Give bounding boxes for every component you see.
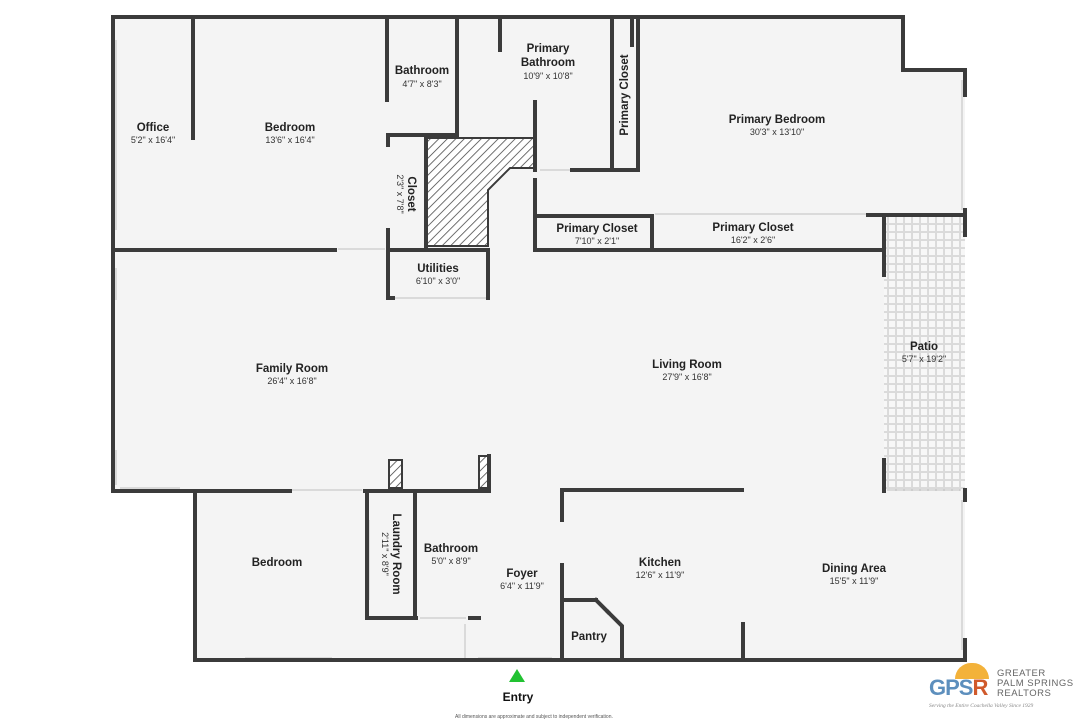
room-dimensions: 2'11" x 8'9" xyxy=(380,532,390,576)
room-dimensions: 10'9" x 10'8" xyxy=(523,71,572,81)
entry-arrow-icon xyxy=(509,669,525,682)
room-dimensions: 7'10" x 2'1" xyxy=(575,236,619,246)
room-laundry-room: Laundry Room 2'11" x 8'9" xyxy=(380,513,402,594)
room-dimensions: 27'9" x 16'8" xyxy=(662,372,711,382)
room-bathroom-top: Bathroom 4'7" x 8'3" xyxy=(395,65,449,89)
room-name: Bathroom xyxy=(521,57,575,69)
room-name: Utilities xyxy=(417,263,459,275)
room-bedroom-top: Bedroom 13'6" x 16'4" xyxy=(265,122,315,145)
room-primary-closet-small: Primary Closet 7'10" x 2'1" xyxy=(556,223,637,246)
room-pantry: Pantry xyxy=(571,631,607,643)
room-closet: Closet 2'3" x 7'8" xyxy=(395,174,417,213)
room-dimensions: 5'2" x 16'4" xyxy=(131,135,175,145)
room-dimensions: 26'4" x 16'8" xyxy=(267,376,316,386)
room-primary-closet-vertical: Primary Closet xyxy=(619,54,631,135)
room-name: Primary Closet xyxy=(712,222,793,234)
room-name: Bedroom xyxy=(252,557,302,569)
room-name: Primary Bedroom xyxy=(729,114,826,126)
room-name: Primary xyxy=(527,43,570,55)
room-dimensions: 6'10" x 3'0" xyxy=(416,276,460,286)
room-primary-closet-long: Primary Closet 16'2" x 2'6" xyxy=(712,222,793,245)
room-name: Bathroom xyxy=(395,65,449,77)
gpsr-logo: GPSR GREATER PALM SPRINGS REALTORS Servi… xyxy=(925,661,1075,713)
room-kitchen: Kitchen 12'6" x 11'9" xyxy=(636,557,685,580)
room-primary-bathroom: Primary Bathroom 10'9" x 10'8" xyxy=(521,43,575,81)
room-dimensions: 2'3" x 7'8" xyxy=(395,174,405,213)
room-dining-area: Dining Area 15'5" x 11'9" xyxy=(822,563,887,586)
logo-name: GREATER PALM SPRINGS REALTORS xyxy=(997,668,1074,699)
room-primary-bedroom: Primary Bedroom 30'3" x 13'10" xyxy=(729,114,826,137)
room-utilities: Utilities 6'10" x 3'0" xyxy=(416,263,460,286)
room-name: Foyer xyxy=(506,568,538,580)
room-name: Bathroom xyxy=(424,543,478,555)
room-dimensions: 5'0" x 8'9" xyxy=(431,556,470,566)
logo-tagline: Serving the Entire Coachella Valley Sinc… xyxy=(929,703,1034,709)
room-dimensions: 4'7" x 8'3" xyxy=(402,79,441,89)
walls xyxy=(111,15,967,662)
sun-icon xyxy=(955,663,989,679)
entry-label: Entry xyxy=(503,690,534,704)
room-name: Office xyxy=(137,122,170,134)
room-family-room: Family Room 26'4" x 16'8" xyxy=(256,363,328,386)
room-dimensions: 12'6" x 11'9" xyxy=(636,570,685,580)
logo-mark: GPSR xyxy=(929,675,988,700)
room-name: Primary Closet xyxy=(619,54,631,135)
room-name: Primary Closet xyxy=(556,223,637,235)
patio-pavers xyxy=(884,215,965,491)
room-bedroom-bottom: Bedroom xyxy=(252,557,302,569)
disclaimer: All dimensions are approximate and subje… xyxy=(455,714,613,720)
room-dimensions: 15'5" x 11'9" xyxy=(830,576,879,586)
room-dimensions: 30'3" x 13'10" xyxy=(750,127,804,137)
room-dimensions: 16'2" x 2'6" xyxy=(731,235,775,245)
room-name: Pantry xyxy=(571,631,607,643)
room-name: Bedroom xyxy=(265,122,315,134)
room-name: Patio xyxy=(910,341,938,353)
room-bathroom-bottom: Bathroom 5'0" x 8'9" xyxy=(424,543,478,566)
hatched-chase-1 xyxy=(388,459,403,489)
room-foyer: Foyer 6'4" x 11'9" xyxy=(500,568,544,591)
room-office: Office 5'2" x 16'4" xyxy=(131,122,175,145)
room-patio: Patio 5'7" x 19'2" xyxy=(902,341,946,364)
room-name: Dining Area xyxy=(822,563,887,575)
room-living-room: Living Room 27'9" x 16'8" xyxy=(652,359,722,382)
room-name: Family Room xyxy=(256,363,328,375)
floor-area xyxy=(113,17,965,660)
room-dimensions: 5'7" x 19'2" xyxy=(902,354,946,364)
room-dimensions: 13'6" x 16'4" xyxy=(265,135,314,145)
room-name: Kitchen xyxy=(639,557,681,569)
room-name: Laundry Room xyxy=(390,513,402,594)
room-name: Closet xyxy=(405,176,417,211)
room-name: Living Room xyxy=(652,359,722,371)
room-dimensions: 6'4" x 11'9" xyxy=(500,581,544,591)
